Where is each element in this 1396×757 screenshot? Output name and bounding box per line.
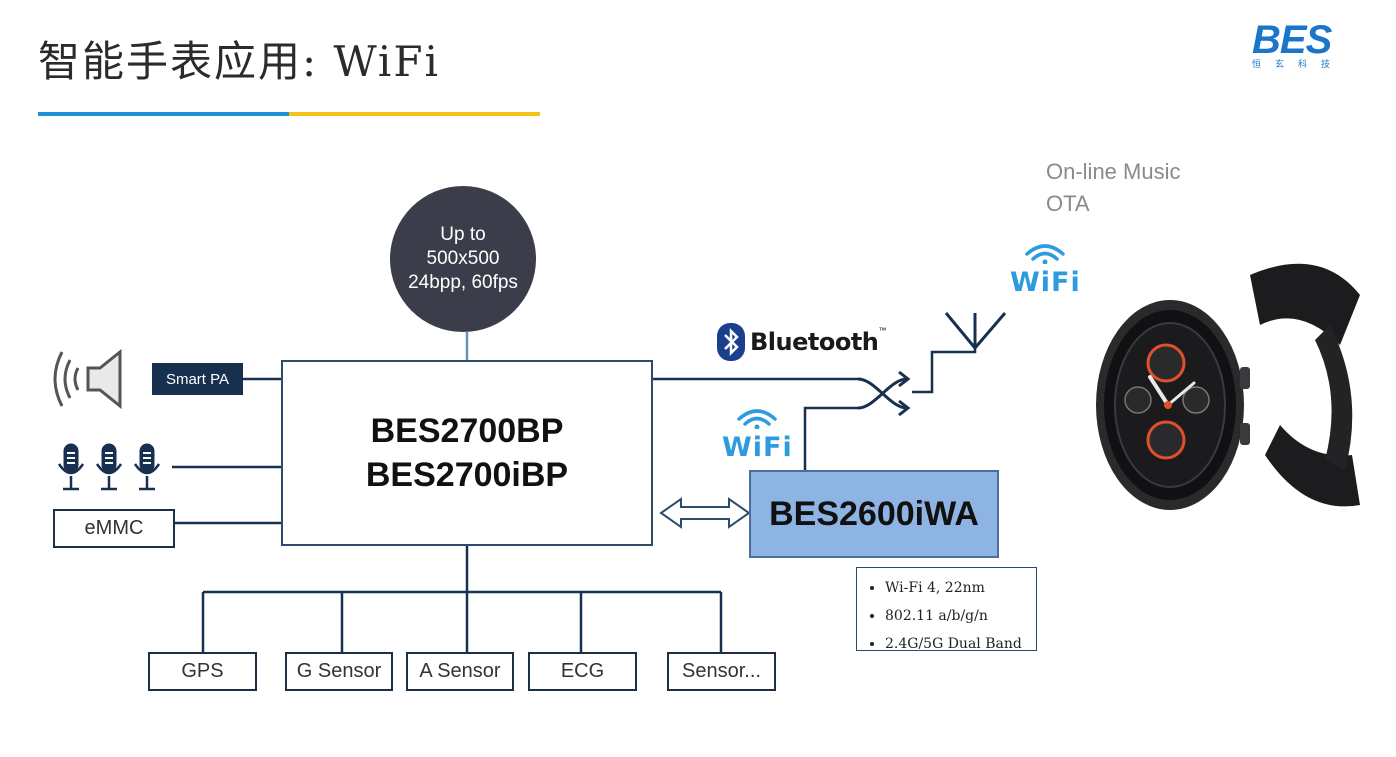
wifi-chip-name: BES2600iWA xyxy=(769,494,979,533)
main-chip-name-2: BES2700iBP xyxy=(365,456,569,494)
spec-item: Wi-Fi 4, 22nm xyxy=(885,574,1036,602)
wifi-logo-chip: WiFi xyxy=(722,405,792,463)
wifi-chip-block: BES2600iWA xyxy=(749,470,999,558)
main-chip-block: BES2700BP BES2700iBP xyxy=(281,360,653,546)
bluetooth-trademark: ™ xyxy=(878,326,887,335)
emmc-block: eMMC xyxy=(53,509,175,548)
feature-online-music: On-line Music xyxy=(1046,159,1181,184)
feature-ota: OTA xyxy=(1046,191,1090,216)
wifi-logo-antenna: WiFi xyxy=(1010,240,1080,298)
wifi-icon xyxy=(737,409,777,430)
spec-item: 802.11 a/b/g/n xyxy=(885,602,1036,630)
title-underline-blue xyxy=(38,112,289,116)
microphone-icon xyxy=(95,443,123,491)
chip-link-arrow xyxy=(659,497,751,529)
display-line-1: Up to xyxy=(440,224,486,245)
display-spec-circle: Up to 500x500 24bpp, 60fps xyxy=(390,186,536,332)
title-underline-yellow xyxy=(289,112,540,116)
main-chip-name-1: BES2700BP xyxy=(370,412,564,450)
wifi-text-chip: WiFi xyxy=(722,432,793,463)
antenna-icon xyxy=(944,312,1007,351)
display-line-3: 24bpp, 60fps xyxy=(408,272,518,293)
antenna-feed xyxy=(912,338,977,394)
microphone-icon xyxy=(133,443,161,491)
bluetooth-text: Bluetooth xyxy=(750,328,879,356)
wifi-link xyxy=(803,406,858,470)
logo-text: BES xyxy=(1252,18,1332,62)
logo-subtext: 恒玄科技 xyxy=(1252,60,1345,70)
display-line-2: 500x500 xyxy=(426,248,500,269)
bluetooth-icon xyxy=(717,323,745,361)
sensor-g: G Sensor xyxy=(285,652,393,691)
company-logo: BES 恒玄科技 xyxy=(1252,18,1370,70)
rf-switch-icon xyxy=(857,370,911,417)
smart-pa-block: Smart PA xyxy=(152,363,243,395)
wifi-icon xyxy=(1025,244,1065,265)
watch-features: On-line Music OTA xyxy=(1046,156,1180,220)
microphone-icons xyxy=(57,443,161,491)
spec-item: 2.4G/5G Dual Band xyxy=(885,630,1036,658)
sensor-ecg: ECG xyxy=(528,652,637,691)
page-title: 智能手表应用: WiFi xyxy=(38,37,440,86)
sensor-a: A Sensor xyxy=(406,652,514,691)
wifi-text-antenna: WiFi xyxy=(1010,267,1081,298)
speaker-icon xyxy=(53,348,122,410)
smartwatch-image xyxy=(1096,263,1360,510)
wifi-spec-list: Wi-Fi 4, 22nm 802.11 a/b/g/n 2.4G/5G Dua… xyxy=(856,567,1037,652)
microphone-icon xyxy=(57,443,85,491)
sensor-gps: GPS xyxy=(148,652,257,691)
sensor-other: Sensor... xyxy=(667,652,776,691)
bluetooth-logo: Bluetooth ™ xyxy=(716,322,886,362)
